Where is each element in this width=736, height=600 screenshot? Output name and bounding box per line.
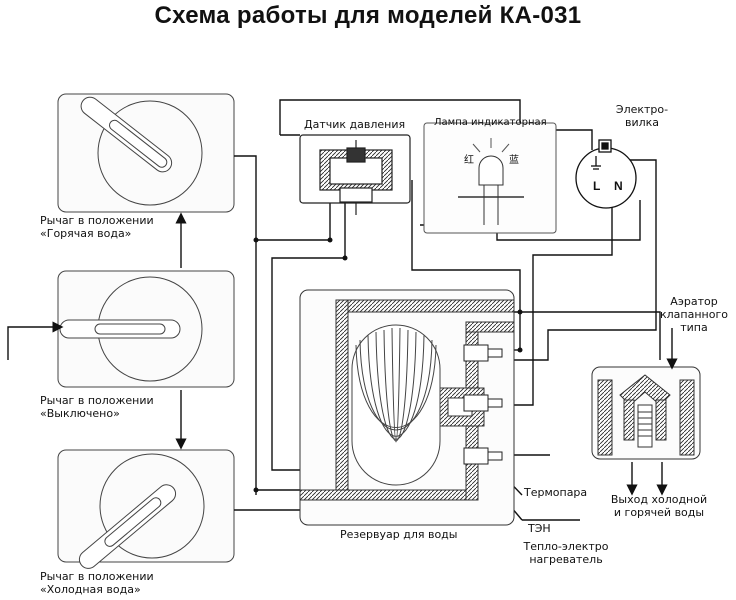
lever-cold-line2: «Холодная вода» xyxy=(40,583,141,596)
lever-off-line2: «Выключено» xyxy=(40,407,120,420)
pressure-sensor-label: Датчик давления xyxy=(304,118,406,131)
diagram-title: Схема работы для моделей КА-031 xyxy=(154,2,582,29)
lever-hot-line2: «Горячая вода» xyxy=(40,227,132,240)
plug-label-line1: Электро- xyxy=(615,103,669,116)
indicator-lamp-device xyxy=(423,122,557,234)
thermocouple-label: Термопара xyxy=(524,486,588,499)
lever-cold-line1: Рычаг в положении xyxy=(40,570,154,583)
heater-line1: Тепло-электро xyxy=(523,540,609,553)
aerator-line2: клапанного xyxy=(660,308,728,321)
heating-coil xyxy=(351,324,441,486)
aerator-line1: Аэратор xyxy=(670,295,718,308)
heater-label: Тепло-электро нагреватель xyxy=(514,540,618,566)
plug-device xyxy=(575,139,637,209)
lever-hot-label: Рычаг в положении «Горячая вода» xyxy=(40,214,154,240)
plug-label-line2: вилка xyxy=(624,116,660,129)
aerator-label: Аэратор клапанного типа xyxy=(656,295,732,334)
reservoir-label: Резервуар для воды xyxy=(340,528,458,541)
heater-line2: нагреватель xyxy=(529,553,603,566)
lever-off-label: Рычаг в положении «Выключено» xyxy=(40,394,154,420)
reservoir-terminals xyxy=(463,344,503,465)
aerator-valve xyxy=(591,366,701,460)
plug-label: Электро- вилка xyxy=(612,103,672,129)
plug-neutral-letter: N xyxy=(614,179,623,193)
lever-panel-hot xyxy=(57,93,235,213)
outlet-line2: и горячей воды xyxy=(613,506,705,519)
lamp-mark-blue: 蓝 xyxy=(509,154,519,166)
lever-panel-off xyxy=(57,270,235,388)
aerator-line3: типа xyxy=(680,321,708,334)
lamp-mark-red: 红 xyxy=(464,153,474,166)
lever-cold-label: Рычаг в положении «Холодная вода» xyxy=(40,570,154,596)
outlet-line1: Выход холодной xyxy=(610,493,708,506)
lever-panel-cold xyxy=(57,449,235,569)
outlet-label: Выход холодной и горячей воды xyxy=(604,493,714,519)
indicator-lamp-label: Лампа индикаторная xyxy=(434,117,547,128)
heater-short-label: ТЭН xyxy=(528,522,551,535)
lever-hot-line1: Рычаг в положении xyxy=(40,214,154,227)
lever-off-line1: Рычаг в положении xyxy=(40,394,154,407)
pressure-sensor-device xyxy=(299,134,411,215)
plug-live-letter: L xyxy=(593,179,600,193)
